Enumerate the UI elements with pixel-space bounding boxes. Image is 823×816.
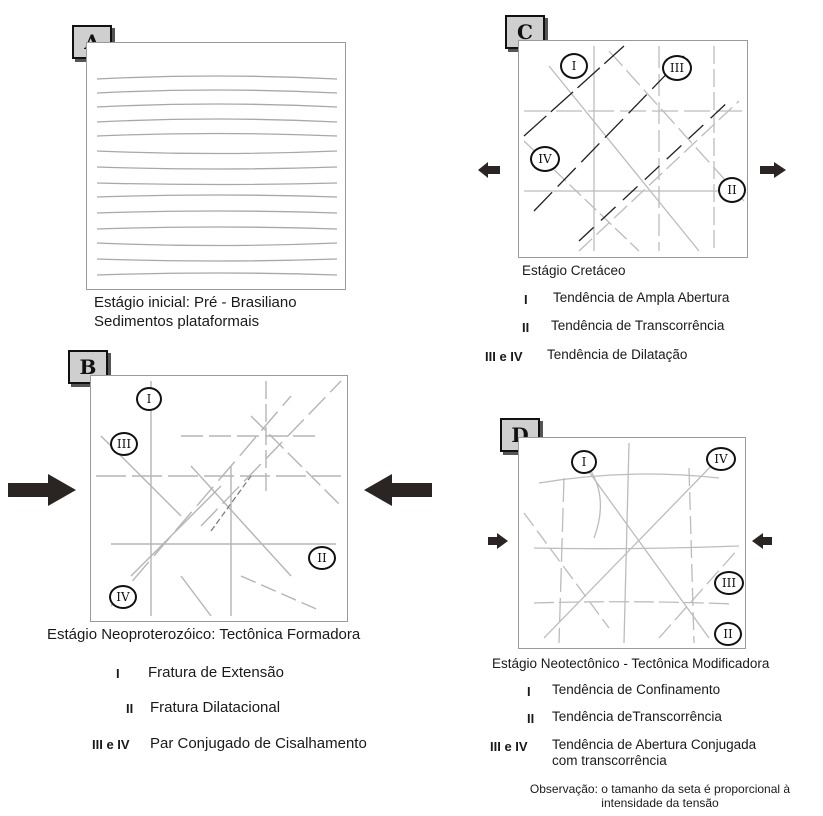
panel-b-legend-num-2: II (126, 701, 134, 716)
observation-note: Observação: o tamanho da seta é proporci… (500, 782, 820, 810)
panel-c-legend-num-3: III e IV (485, 349, 523, 364)
panel-a-diagram (86, 42, 346, 290)
panel-d-label-i: I (571, 450, 597, 474)
panel-c-legend-num-2: II (522, 320, 530, 335)
panel-c-label-iii: III (662, 55, 692, 81)
panel-c-legend-text-1: Tendência de Ampla Abertura (553, 290, 730, 305)
panel-d-legend-num-3: III e IV (490, 739, 528, 754)
left-compression-arrow-large (8, 474, 76, 506)
panel-c-label-i: I (560, 53, 588, 79)
panel-b-legend-text-2: Fratura Dilatacional (150, 699, 281, 716)
panel-d-legend-text-1: Tendência de Confinamento (552, 682, 721, 697)
panel-b-label-iii: III (110, 432, 138, 456)
panel-c-legend-num-1: I (524, 292, 528, 307)
panel-a-caption-line2: Sedimentos plataformais (94, 313, 260, 330)
panel-d-legend-text-2: Tendência deTranscorrência (552, 709, 722, 724)
panel-d-legend-text-3: Tendência de Abertura Conjugada (552, 737, 757, 752)
panel-b-fractures (96, 380, 342, 617)
panel-c-caption: Estágio Cretáceo (522, 263, 626, 278)
panel-b-diagram (90, 375, 348, 622)
panel-d-caption: Estágio Neotectônico - Tectônica Modific… (492, 656, 770, 671)
panel-d-legend-text-3-continued: com transcorrência (552, 753, 667, 768)
right-compression-arrow-small (752, 533, 772, 549)
right-compression-arrow-large (364, 474, 432, 506)
panel-d-label-iv: IV (706, 447, 736, 471)
left-compression-arrow-small (488, 533, 508, 549)
panel-d-legend-num-2: II (527, 711, 535, 726)
panel-b-label-i: I (136, 387, 162, 411)
panel-d-label-iii: III (714, 571, 744, 595)
left-extension-arrow (478, 162, 500, 178)
panel-c-legend-text-2: Tendência de Transcorrência (551, 318, 725, 333)
panel-c-label-ii: II (718, 177, 746, 203)
observation-note-line2: intensidade da tensão (601, 796, 719, 810)
panel-b-legend-text-3: Par Conjugado de Cisalhamento (150, 735, 367, 752)
observation-note-line1: Observação: o tamanho da seta é proporci… (529, 782, 791, 796)
panel-d-fractures (523, 442, 740, 644)
panel-b-legend-text-1: Fratura de Extensão (148, 664, 284, 681)
panel-d-label-ii: II (714, 622, 742, 646)
panel-b-label-ii: II (308, 546, 336, 570)
sediment-layers (96, 75, 338, 276)
panel-c-label-iv: IV (530, 146, 560, 172)
panel-b-caption: Estágio Neoproterozóico: Tectônica Forma… (47, 626, 361, 643)
panel-c-legend-text-3: Tendência de Dilatação (547, 347, 688, 362)
right-extension-arrow (760, 162, 786, 178)
panel-b-legend-num-3: III e IV (92, 737, 130, 752)
panel-a-caption-line1: Estágio inicial: Pré - Brasiliano (94, 294, 297, 311)
panel-b-legend-num-1: I (116, 666, 120, 681)
panel-d-diagram (518, 437, 746, 649)
panel-b-label-iv: IV (109, 585, 137, 609)
panel-c-diagram (518, 40, 748, 258)
panel-d-legend-num-1: I (527, 684, 531, 699)
